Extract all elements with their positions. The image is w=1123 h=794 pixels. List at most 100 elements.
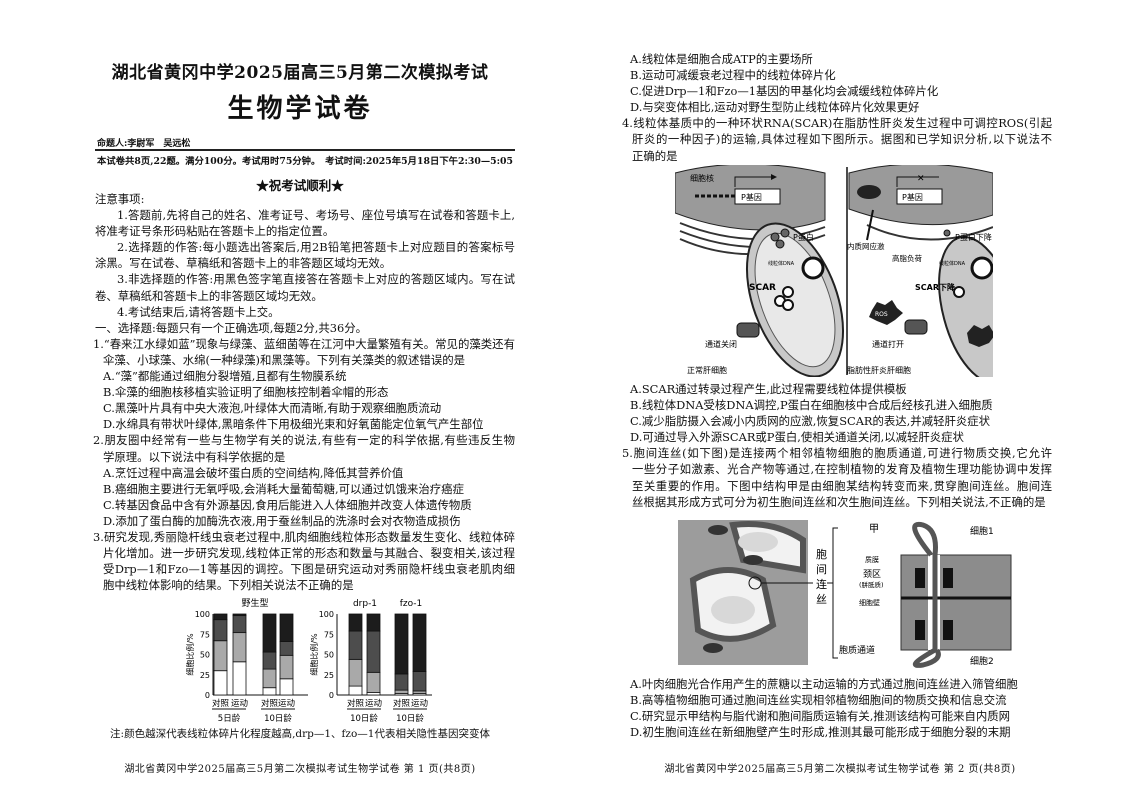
- bar-segment: [348, 613, 363, 632]
- bar-label: 对照: [347, 698, 365, 709]
- bar-segment: [348, 685, 363, 696]
- option-D: D.可通过导入外源SCAR或P蛋白,使相关通道关闭,以减轻肝炎症状: [630, 430, 964, 445]
- question-stem: 4.线粒体基质中的一种环状RNA(SCAR)在脂肪性肝炎发生过程中可调控ROS(…: [622, 116, 1052, 131]
- group-title: fzo-1: [400, 599, 423, 609]
- bar-segment: [279, 678, 294, 696]
- bar-label: 运动: [411, 698, 429, 709]
- option-C: C.促进Drp—1和Fzo—1基因的甲基化均会减缓线粒体碎片化: [630, 84, 939, 99]
- group-label: 10日龄: [350, 713, 378, 724]
- bar-segment: [213, 613, 228, 621]
- bar-segment: [232, 613, 247, 617]
- option-A: A.SCAR通过转录过程产生,此过程需要线粒体提供模板: [630, 382, 907, 396]
- nucleus-label: 细胞核: [690, 173, 714, 183]
- notice-item: 2.选择题的作答:每小题选出答案后,用2B铅笔把答题卡上对应题目的答案标号: [117, 240, 515, 255]
- bar-segment: [394, 613, 409, 675]
- group-label: 5日龄: [218, 713, 241, 724]
- plasmodesma-label-3: 连: [816, 578, 827, 591]
- plasmodesma-label-2: 间: [816, 563, 827, 576]
- bracket: [827, 527, 838, 659]
- option-B: B.癌细胞主要进行无氧呼吸,会消耗大量葡萄糖,可以通过饥饿来治疗癌症: [103, 481, 464, 496]
- y-tick-label: 50: [324, 651, 334, 660]
- y-tick-label: 25: [324, 671, 334, 680]
- cell-network-image: [678, 520, 813, 665]
- question-stem: 正确的是: [632, 148, 678, 163]
- exam-title: 湖北省黄冈中学2025届高三5月第二次模拟考试: [111, 63, 489, 83]
- question-stem: 丝根据其形成方式可分为初生胞间连丝和次生胞间连丝。下列相关说法,不正确的是: [632, 494, 1046, 509]
- p-gene-label: P基因: [741, 192, 762, 202]
- blocked-x-icon: ✕: [917, 174, 925, 184]
- y-tick-label: 100: [319, 610, 334, 619]
- bar-segment: [262, 613, 277, 653]
- notice-item: 1.答题前,先将自己的姓名、准考证号、考场号、座位号填写在试卷和答题卡上,并: [117, 208, 515, 223]
- normal-cell-caption: 正常肝细胞: [687, 365, 727, 375]
- bar-segment: [348, 630, 363, 660]
- bar-segment: [232, 661, 247, 696]
- option-B: B.高等植物细胞可通过胞间连丝实现相邻植物细胞间的物质交换和信息交流: [630, 693, 1007, 708]
- question-stem: 伞藻、小球藻、水绵(一种绿藻)和黑藻等。下列有关藻类的叙述错误的是: [103, 352, 465, 367]
- callose-label: (胼胝质): [859, 580, 884, 589]
- question-stem: 学原理。以下说法中有科学依据的是: [103, 449, 286, 464]
- channel-closed-label: 通道关闭: [705, 339, 737, 349]
- page2-footer: 湖北省黄冈中学2025届高三5月第二次模拟考试生物学试卷 第 2 页(共8页): [664, 764, 1016, 775]
- question-stem: 5.胞间连丝(如下图)是连接两个相邻植物细胞的胞质通道,可进行物质交换,它允许: [622, 446, 1052, 461]
- group-label: 10日龄: [396, 713, 424, 724]
- page1-footer: 湖北省黄冈中学2025届高三5月第二次模拟考试生物学试卷 第 1 页(共8页): [124, 764, 476, 775]
- cell1-label: 细胞1: [970, 525, 994, 537]
- plasmodesma-label-1: 胞: [816, 548, 827, 561]
- option-D: D.与突变体相比,运动对野生型防止线粒体碎片化效果更好: [630, 100, 920, 115]
- option-C: C.黑藻叶片具有中央大液泡,叶绿体大而清晰,有助于观察细胞质流动: [103, 401, 442, 416]
- option-B: B.伞藻的细胞核移植实验证明了细胞核控制着伞帽的形态: [103, 385, 389, 400]
- bar-segment: [279, 654, 294, 680]
- group-title: drp-1: [353, 599, 377, 609]
- bar-segment: [279, 613, 294, 642]
- y-axis-label: 细胞比例/%: [185, 633, 195, 676]
- bar-segment: [232, 632, 247, 663]
- y-tick-label: 0: [205, 691, 210, 700]
- question-stem: 片化增加。进一步研究发现,线粒体正常的形态和数量与其融合、裂变相关,该过程: [103, 546, 515, 561]
- plasmodesma-schematic: [900, 521, 1012, 668]
- bar-segment: [232, 615, 247, 634]
- mitochondria-fragmentation-chart: 0255075100细胞比例/%野生型对照运动5日龄对照运动10日龄025507…: [185, 597, 432, 724]
- mtdna-label: 线粒体DNA: [768, 260, 795, 267]
- bar-segment: [279, 641, 294, 656]
- bar-label: 运动: [278, 698, 296, 709]
- p-protein-decrease-label: P蛋白下降: [955, 232, 992, 242]
- bar-segment: [412, 671, 427, 692]
- option-C: C.研究显示甲结构与脂代谢和胞间脂质运输有关,推测该结构可能来自内质网: [630, 709, 1011, 724]
- option-C: C.转基因食品中含有外源基因,食用后能进入人体细胞并改变人体遗传物质: [103, 497, 472, 512]
- notice-item: 卷、草稿纸和答题卡上的非答题区域均无效。: [95, 288, 323, 303]
- y-tick-label: 75: [324, 630, 334, 639]
- bar-label: 对照: [393, 698, 411, 709]
- bar-segment: [366, 671, 381, 693]
- bar-segment: [262, 651, 277, 670]
- panel-title: 野生型: [241, 597, 268, 609]
- bar-label: 运动: [365, 698, 383, 709]
- option-D: D.添加了蛋白酶的加酶洗衣液,用于蚕丝制品的洗涤时会对衣物造成损伤: [103, 513, 461, 528]
- question-stem: 至关重要的作用。下图中结构甲是由细胞某结构转变而来,贯穿胞间连丝。胞间连: [632, 478, 1052, 493]
- ros-label: ROS: [875, 311, 888, 318]
- question-stem: 受Drp—1和Fzo—1等基因的调控。下图是研究运动对秀丽隐杆线虫衰老肌肉细: [103, 562, 515, 577]
- steatohepatitis-cell-panel: ✕ ROS P基因 P蛋白下降 内质网应激 高脂负荷 线粒体DNA SCAR下降…: [847, 165, 993, 377]
- channel-open-label: 通道打开: [872, 339, 904, 349]
- section-heading: 一、选择题:每题只有一个正确选项,每题2分,共36分。: [95, 320, 368, 335]
- good-luck-banner: ★祝考试顺利★: [256, 178, 344, 193]
- option-A: A.“藻”都能通过细胞分裂增殖,且都有生物膜系统: [103, 369, 347, 384]
- steatohepatitis-caption: 脂肪性肝炎肝细胞: [847, 365, 911, 375]
- option-D: D.初生胞间连丝在新细胞壁产生时形成,推测其最可能形成于细胞分裂的末期: [630, 725, 1011, 740]
- plasmodesma-label-4: 丝: [816, 593, 827, 606]
- option-C: C.减少脂肪摄入会减小内质网的应激,恢复SCAR的表达,并减轻肝炎症状: [630, 414, 991, 429]
- bar-label: 对照: [261, 698, 279, 709]
- p-gene-label-2: P基因: [902, 192, 923, 202]
- cell2-label: 细胞2: [970, 655, 994, 667]
- group-label: 10日龄: [264, 713, 292, 724]
- question-stem: 3.研究发现,秀丽隐杆线虫衰老过程中,肌肉细胞线粒体形态数量发生变化、线粒体碎: [93, 529, 515, 544]
- y-tick-label: 0: [329, 691, 334, 700]
- plasmodesmata-figure: 胞 间 连 丝 甲 细胞1 质膜 颈区 (胼胝质) 细胞壁 胞质通道 细胞2: [678, 520, 1012, 668]
- subject-title: 生物学试卷: [227, 94, 373, 124]
- normal-liver-cell-panel: 细胞核 P基因 P蛋白 线粒体DNA SCAR 通道关闭 正常肝细胞: [675, 165, 845, 377]
- y-axis-label: 细胞比例/%: [309, 633, 319, 676]
- notice-item: 3.非选择题的作答:用黑色签字笔直接答在答题卡上对应的答题区域内。写在试: [117, 272, 515, 287]
- bar-segment: [213, 619, 228, 642]
